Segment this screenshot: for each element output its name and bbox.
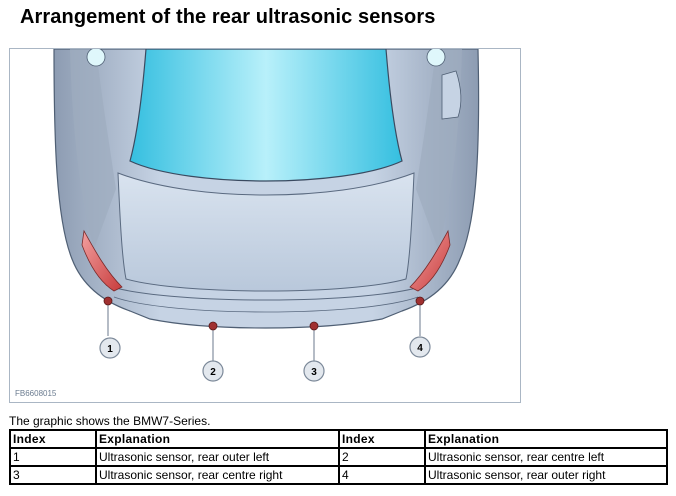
header-index: Index — [9, 429, 97, 449]
left-tail-lamp — [81, 229, 123, 292]
left-pillar — [70, 49, 116, 249]
cell-index: 4 — [338, 465, 426, 485]
figure-caption: The graphic shows the BMW7-Series. — [9, 414, 211, 428]
sensor-1 — [103, 296, 113, 336]
callout-2: 2 — [202, 360, 224, 382]
cell-explanation: Ultrasonic sensor, rear centre right — [95, 465, 340, 485]
cell-index: 3 — [9, 465, 97, 485]
fuel-cap — [441, 70, 462, 120]
legend-table: Index Explanation Index Explanation 1 Ul… — [9, 429, 668, 485]
cell-explanation: Ultrasonic sensor, rear outer left — [95, 447, 340, 467]
header-index: Index — [338, 429, 426, 449]
svg-text:4: 4 — [417, 343, 423, 354]
table-row: 1 Ultrasonic sensor, rear outer left 2 U… — [9, 447, 668, 467]
page-title: Arrangement of the rear ultrasonic senso… — [20, 6, 436, 28]
table-header-row: Index Explanation Index Explanation — [9, 429, 668, 449]
rear-sensor-figure: 1 2 3 4 FB6608015 — [9, 48, 521, 403]
bumper-line — [105, 284, 427, 301]
cell-index: 2 — [338, 447, 426, 467]
header-explanation: Explanation — [424, 429, 668, 449]
cell-index: 1 — [9, 447, 97, 467]
sensor-3 — [309, 321, 319, 361]
right-top-light — [426, 49, 446, 67]
sensor-2 — [208, 321, 218, 361]
header-explanation: Explanation — [95, 429, 340, 449]
cell-explanation: Ultrasonic sensor, rear centre left — [424, 447, 668, 467]
right-tail-lamp — [409, 229, 451, 292]
sensor-4 — [415, 296, 425, 336]
svg-text:3: 3 — [311, 367, 317, 378]
bumper-lower — [113, 296, 419, 313]
svg-text:2: 2 — [210, 367, 216, 378]
figure-code: FB6608015 — [15, 389, 57, 398]
callout-1: 1 — [99, 337, 121, 359]
trunk-lid — [117, 172, 415, 292]
callout-3: 3 — [303, 360, 325, 382]
left-top-light — [86, 49, 106, 67]
callout-4: 4 — [409, 336, 431, 358]
cell-explanation: Ultrasonic sensor, rear outer right — [424, 465, 668, 485]
rear-window — [129, 49, 403, 182]
svg-text:1: 1 — [107, 344, 113, 355]
table-row: 3 Ultrasonic sensor, rear centre right 4… — [9, 465, 668, 485]
car-rear-illustration: 1 2 3 4 — [53, 49, 480, 382]
